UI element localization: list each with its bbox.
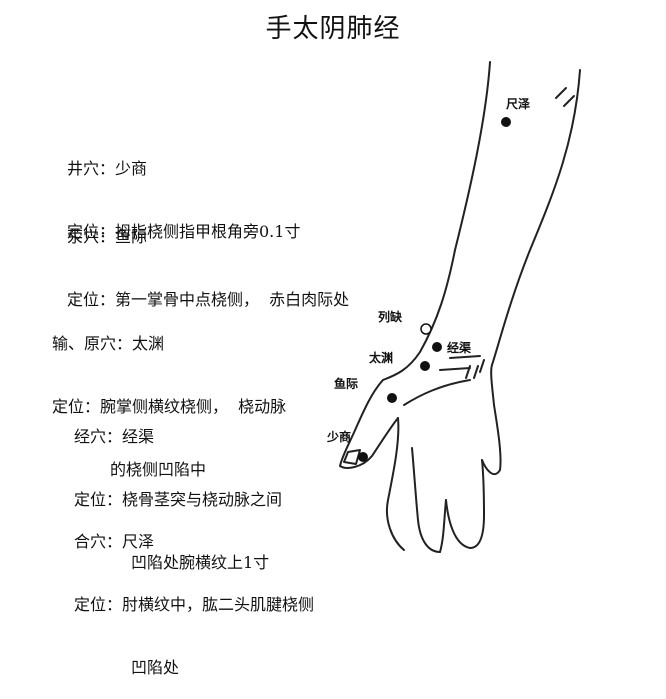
point-location-cont: 凹陷处 (131, 658, 180, 677)
point-heading: 合穴：尺泽 (74, 532, 155, 551)
point-location-cont: 的桡侧凹陷中 (110, 460, 207, 479)
acupoint-chize (501, 117, 511, 127)
point-block-taiyuan: 输、原穴：太渊 定位：腕掌侧横纹桡侧， 桡动脉 的桡侧凹陷中 (52, 291, 286, 501)
page-title: 手太阴肺经 (265, 14, 401, 44)
point-location: 定位：拇指桡侧指甲根角旁0.1寸 (67, 222, 301, 241)
arm-outline (339, 61, 581, 553)
point-heading: 荥穴：鱼际 (67, 227, 148, 246)
label-jingqu: 经渠 (447, 340, 471, 355)
acupoint-lieque (420, 323, 432, 335)
acupoint-shaoshang (358, 452, 368, 462)
point-block-yuji: 荥穴：鱼际 定位：第一掌骨中点桡侧， 赤白肉际处 (67, 184, 349, 331)
arm-diagram: 尺泽 列缺 经渠 太渊 鱼际 少商 (326, 61, 581, 553)
point-location: 定位：第一掌骨中点桡侧， 赤白肉际处 (67, 290, 350, 309)
label-taiyuan: 太渊 (369, 350, 393, 365)
label-chize: 尺泽 (506, 97, 530, 111)
point-location: 定位：腕掌侧横纹桡侧， 桡动脉 (52, 397, 287, 416)
point-location: 定位：肘横纹中，肱二头肌腱桡侧 (74, 595, 315, 614)
point-block-shaoshang: 井穴：少商 定位：拇指桡侧指甲根角旁0.1寸 (67, 116, 300, 263)
label-shaoshang: 少商 (326, 429, 351, 444)
elbow-crease (555, 87, 575, 107)
label-lieque: 列缺 (378, 309, 403, 324)
point-block-jingqu: 经穴：经渠 定位：桡骨茎突与桡动脉之间 凹陷处腕横纹上1寸 (74, 384, 282, 594)
acupoint-jingqu (432, 342, 442, 352)
label-yuji: 鱼际 (334, 376, 358, 391)
point-heading: 井穴：少商 (67, 159, 148, 178)
acupoint-taiyuan (420, 361, 430, 371)
point-heading: 经穴：经渠 (74, 427, 155, 446)
point-heading: 输、原穴：太渊 (52, 334, 165, 353)
acupoint-yuji (387, 393, 397, 403)
point-location: 定位：桡骨茎突与桡动脉之间 (74, 490, 283, 509)
point-location-cont: 凹陷处腕横纹上1寸 (131, 553, 270, 572)
